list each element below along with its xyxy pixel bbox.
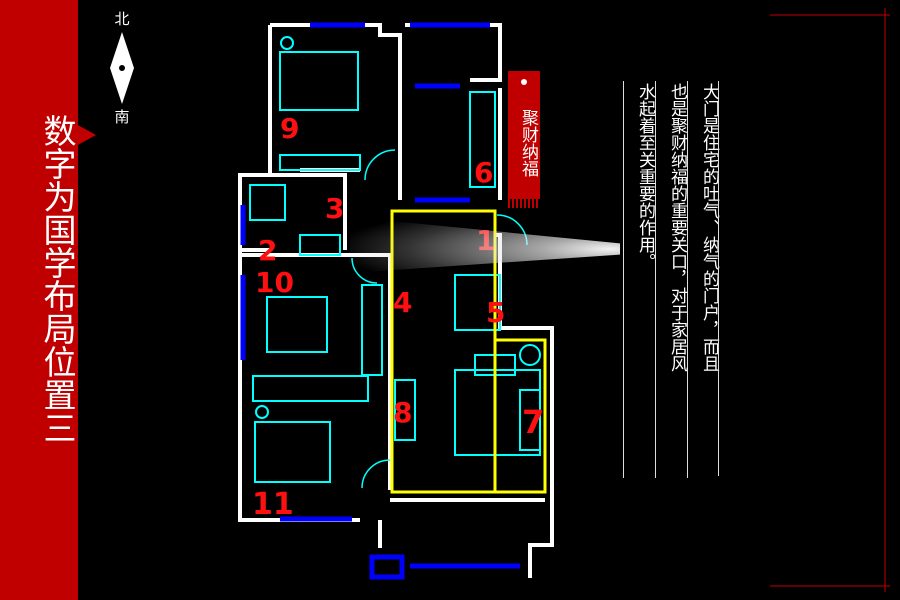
room-label-5: 5 — [486, 296, 505, 329]
banner-fringe — [508, 199, 540, 208]
corner-decoration — [770, 8, 890, 592]
room-label-3: 3 — [325, 192, 344, 225]
fortune-banner: 聚财纳福 — [508, 71, 540, 199]
room-label-11: 11 — [252, 487, 294, 522]
highlight-zone-living — [495, 338, 547, 494]
compass-south-label: 南 — [114, 108, 130, 126]
description-column-2: 也是聚财纳福的重要关口，对于家居风 — [655, 81, 687, 478]
page-title: 数字为国学布局位置三 — [38, 114, 77, 444]
room-label-4: 4 — [393, 286, 412, 319]
description-column-3: 水起着至关重要的作用。 — [623, 81, 655, 478]
description-border — [718, 81, 719, 476]
compass-north-label: 北 — [114, 10, 130, 28]
room-label-10: 10 — [255, 266, 294, 299]
windows — [240, 22, 520, 580]
room-label-8: 8 — [393, 396, 412, 429]
title-sidebar — [0, 0, 78, 600]
banner-text: 聚财纳福 — [518, 109, 538, 177]
room-label-6: 6 — [474, 156, 493, 189]
banner-dot-icon — [521, 79, 527, 85]
sidebar-pointer — [76, 124, 96, 146]
compass: 北 南 — [100, 8, 144, 128]
room-label-7: 7 — [522, 403, 544, 441]
description-column-1: 大门是住宅的吐气、纳气的门户，而且 — [687, 81, 719, 478]
room-label-2: 2 — [258, 234, 277, 267]
highlight-zone — [390, 209, 497, 494]
furniture — [249, 36, 541, 483]
room-label-9: 9 — [280, 112, 299, 145]
compass-needle-icon — [110, 32, 134, 104]
